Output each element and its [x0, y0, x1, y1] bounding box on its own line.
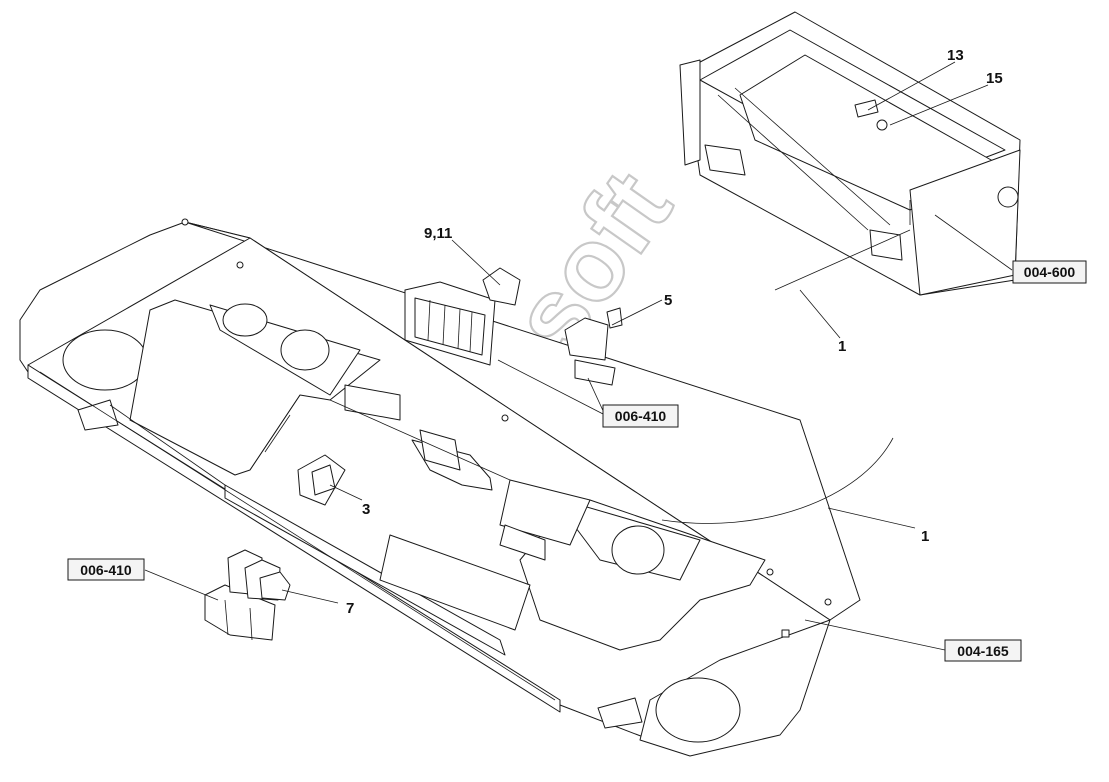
ref-box-006-410-left[interactable]: 006-410 — [67, 558, 145, 581]
callout-5: 5 — [664, 292, 672, 309]
callout-3: 3 — [362, 501, 370, 518]
ref-box-004-600-text: 004-600 — [1024, 264, 1076, 280]
heater-box — [679, 11, 1021, 296]
ref-box-006-410-left-text: 006-410 — [80, 562, 132, 578]
callout-15: 15 — [986, 70, 1003, 87]
callout-7: 7 — [346, 600, 354, 617]
callout-1-upper: 1 — [838, 338, 846, 355]
leader-lines — [144, 61, 1013, 651]
cable-part-1-upper — [774, 229, 911, 291]
ref-box-006-410-center[interactable]: 006-410 — [602, 404, 679, 428]
ref-box-004-600[interactable]: 004-600 — [1012, 260, 1087, 284]
relay-part-5 — [564, 307, 623, 386]
callout-labels: 13 15 9,11 5 1 1 3 7 — [346, 47, 1003, 617]
ref-box-006-410-center-text: 006-410 — [615, 408, 667, 424]
callout-13: 13 — [947, 47, 964, 64]
relay-set-part-7 — [204, 549, 291, 641]
callout-9-11: 9,11 — [424, 225, 452, 242]
callout-1-lower: 1 — [921, 528, 929, 545]
ref-box-004-165-text: 004-165 — [957, 643, 1009, 659]
cable-part-1 — [661, 437, 894, 524]
dashboard-housing — [19, 218, 861, 757]
ref-box-004-165[interactable]: 004-165 — [944, 639, 1022, 662]
